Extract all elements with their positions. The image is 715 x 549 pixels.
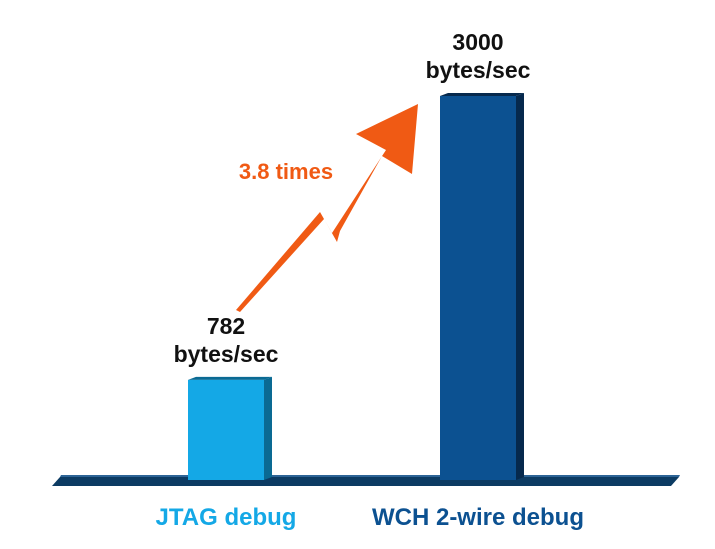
growth-annotation-label: 3.8 times xyxy=(239,159,333,184)
category-label: JTAG debug xyxy=(156,504,297,531)
bar-value-unit: bytes/sec xyxy=(426,57,531,83)
bar-1 xyxy=(188,376,272,480)
bar-value-unit: bytes/sec xyxy=(174,341,279,367)
bar-front xyxy=(188,379,264,480)
growth-arrow-shape xyxy=(236,104,418,312)
growth-arrow xyxy=(236,104,418,312)
bar-side xyxy=(516,93,524,480)
category-label: WCH 2-wire debug xyxy=(372,504,584,531)
bar-top xyxy=(188,376,272,380)
bar-top xyxy=(440,93,524,96)
bar-2 xyxy=(440,93,524,480)
bar-value-number: 782 xyxy=(207,313,245,339)
bar-front xyxy=(440,96,516,480)
chart-baseline xyxy=(52,477,679,486)
bar-value-number: 3000 xyxy=(452,29,503,55)
bar-side xyxy=(264,376,272,480)
chart-baseline-edge xyxy=(60,475,680,477)
